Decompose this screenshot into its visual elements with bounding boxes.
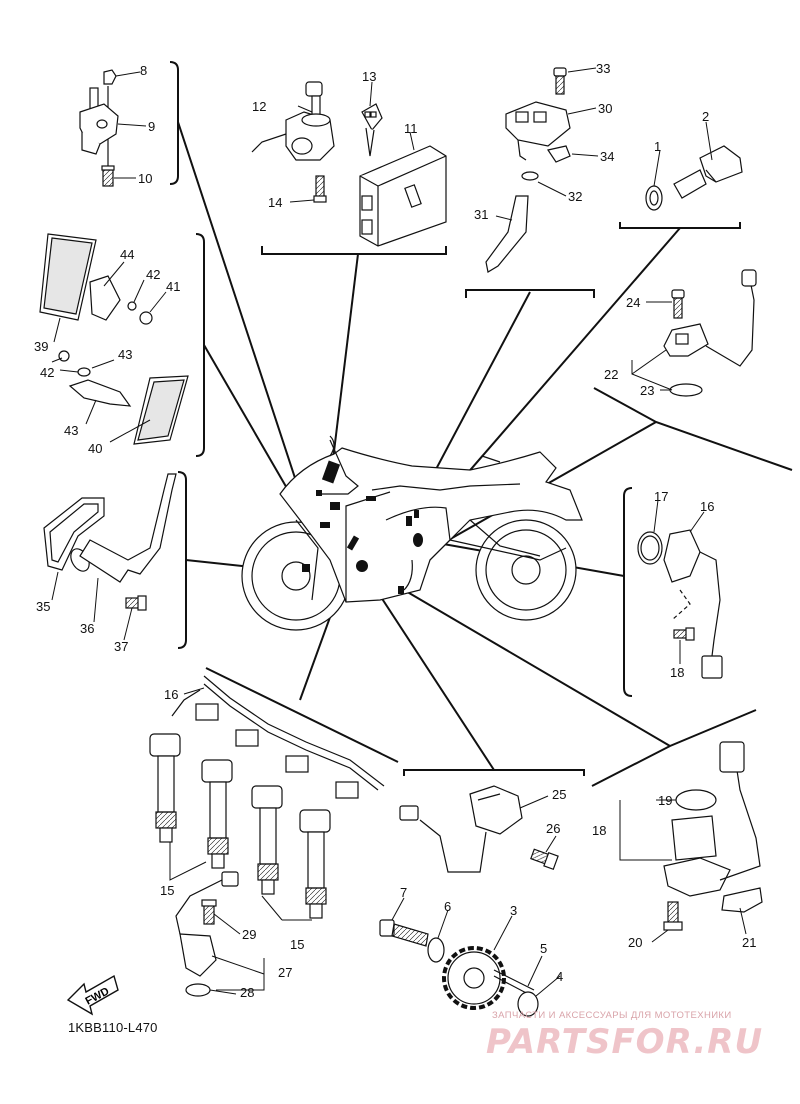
callout-1: 1 [654, 139, 662, 154]
callout-38: 36 [80, 621, 95, 636]
callout-34: 32 [568, 189, 583, 204]
callout-41a: 41 [166, 279, 181, 294]
callout-37: 35 [36, 599, 51, 614]
part-sensor-17-19 [637, 529, 723, 679]
callout-12: 12 [252, 99, 267, 114]
callout-26: 24 [626, 295, 641, 310]
motorcycle-outline [241, 435, 583, 631]
callout-23: 21 [742, 935, 757, 950]
callout-43: 43 [64, 423, 79, 438]
fwd-arrow: FWD [66, 974, 119, 1016]
callout-19: 18 [670, 665, 685, 680]
part-sensor-20-23 [663, 741, 763, 931]
part-sensor-24-26 [663, 269, 757, 397]
callout-36: 34 [600, 149, 615, 164]
callout-4: 4 [556, 969, 564, 984]
callout-15a: 15 [160, 883, 175, 898]
callout-13: 13 [362, 69, 377, 84]
part-sensor-27-28 [399, 785, 559, 873]
part-sensor-8-9-10 [79, 69, 119, 187]
part-gear-3-7 [379, 919, 539, 1017]
callout-40a: 39 [34, 339, 49, 354]
ignition-coil-1 [149, 733, 181, 843]
callout-32: 30 [598, 101, 613, 116]
part-reflector-40-44 [39, 233, 189, 445]
fwd-label: FWD [84, 985, 112, 1007]
callout-11: 11 [404, 121, 418, 136]
diagram-code: 1KBB110-L470 [68, 1020, 158, 1035]
ignition-coil-3 [251, 785, 283, 895]
callout-21: 19 [658, 793, 673, 808]
callout-28: 26 [546, 821, 561, 836]
callout-30: 28 [240, 985, 255, 1000]
callout-27: 25 [552, 787, 567, 802]
callout-41b: 42 [40, 365, 55, 380]
callout-42b: 43 [118, 347, 133, 362]
part-ignition-switch-12 [251, 81, 335, 203]
callout-25: 23 [640, 383, 655, 398]
callout-17: 16 [700, 499, 715, 514]
callout-5: 5 [540, 941, 548, 956]
callout-40b: 40 [88, 441, 103, 456]
callout-20: 18 [592, 823, 607, 838]
callout-8: 8 [140, 63, 148, 78]
callout-33: 31 [474, 207, 489, 222]
part-harness-16 [171, 675, 385, 799]
part-sensor-37-39 [43, 473, 177, 611]
watermark-caption: ЗАПЧАСТИ И АКСЕССУАРЫ ДЛЯ МОТОТЕХНИКИ [492, 1010, 732, 1021]
callout-16: 16 [164, 687, 179, 702]
callout-42a: 42 [146, 267, 161, 282]
part-key-13 [361, 103, 383, 157]
callout-10: 10 [138, 171, 153, 186]
part-sensor-29-31 [175, 871, 239, 997]
callout-2: 2 [702, 109, 710, 124]
ignition-coil-4 [299, 809, 331, 919]
callout-31: 29 [242, 927, 257, 942]
callout-14: 14 [268, 195, 283, 210]
callout-7: 7 [400, 885, 408, 900]
motorcycle-location-marks [302, 460, 423, 594]
callout-35: 33 [596, 61, 611, 76]
callout-6: 6 [444, 899, 452, 914]
callout-24: 22 [604, 367, 619, 382]
callout-15b: 15 [290, 937, 305, 952]
callout-9: 9 [148, 119, 156, 134]
callout-22: 20 [628, 935, 643, 950]
part-sensor-32-36 [485, 67, 571, 273]
callout-leaders [51, 67, 747, 997]
part-ecu-11 [359, 145, 447, 247]
callout-39: 37 [114, 639, 129, 654]
part-temp-sensor-1-2 [645, 145, 743, 211]
watermark-logo: PARTSFOR.RU [486, 1022, 764, 1062]
ignition-coil-2 [201, 759, 233, 869]
callout-44: 44 [120, 247, 135, 262]
callout-18: 17 [654, 489, 669, 504]
callout-29: 27 [278, 965, 293, 980]
part-ignition-coils-15 [149, 733, 331, 919]
callout-3: 3 [510, 903, 518, 918]
